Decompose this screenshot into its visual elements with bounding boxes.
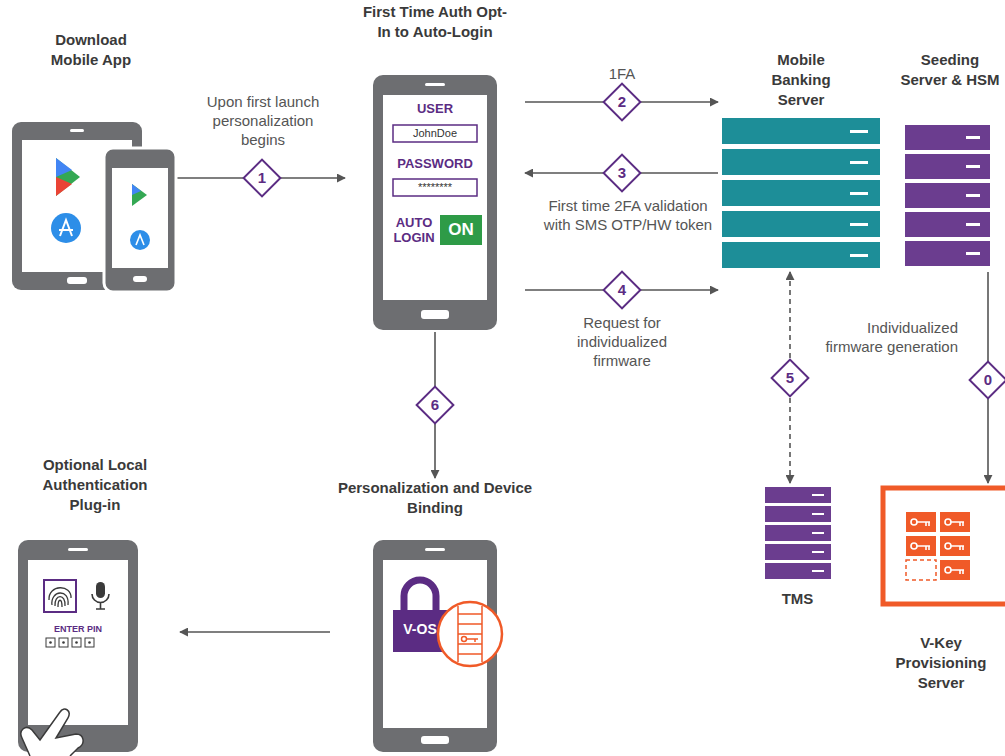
edge-label: 1FA [577, 64, 667, 83]
screen-text: ENTER PIN [28, 624, 128, 635]
login-phone: First Time Auth Opt-In to Auto-LoginUSER… [345, 2, 525, 332]
callout-diamond [244, 84, 1005, 424]
callout-number: 5 [777, 368, 803, 388]
edge-label: Individualized firmware generation [818, 318, 958, 356]
node-heading: TMS [755, 589, 840, 609]
node-heading: Mobile Banking Server [746, 50, 856, 110]
screen-text: USER [393, 101, 477, 116]
edge-label: First time 2FA validation with SMS OTP/H… [537, 196, 719, 234]
callout-number: 6 [422, 395, 448, 415]
node-heading: Seeding Server & HSM [900, 50, 1000, 90]
callout-number: 0 [975, 370, 1001, 390]
callout-number: 2 [609, 92, 635, 112]
edge-label: Request for individualized firmware [547, 313, 697, 370]
screen-text: JohnDoe [393, 126, 477, 140]
phone-icon [104, 148, 176, 292]
node-heading: First Time Auth Opt-In to Auto-Login [360, 2, 510, 42]
server-node: Seeding Server & HSM [900, 50, 1000, 272]
screen-text: PASSWORD [393, 156, 477, 171]
edge-label: Upon first launch personalization begins [192, 92, 334, 149]
server-stack-icon [765, 487, 831, 579]
callout-number: 1 [249, 168, 275, 188]
binding-phone-icon [373, 540, 502, 752]
flow-arrow [180, 631, 330, 633]
local-auth-phone-icon [18, 540, 138, 756]
callout-number: 3 [609, 163, 635, 183]
screen-text: ******** [393, 180, 477, 194]
screen-text: V-OS [393, 620, 447, 638]
binding-phone: Personalization and Device BindingV-OS [330, 478, 540, 753]
callout-number: 4 [609, 280, 635, 300]
node-heading: V-Key Provisioning Server [886, 633, 996, 693]
server-stack-icon [905, 125, 990, 266]
server-node: TMS [755, 483, 840, 615]
node-heading: Download Mobile App [36, 30, 146, 70]
app-download-group: Download Mobile App [5, 30, 177, 292]
node-heading: Personalization and Device Binding [335, 478, 535, 518]
screen-text: AUTO LOGIN [387, 215, 441, 245]
login-phone-icon [373, 75, 497, 330]
server-stack-icon [722, 118, 880, 268]
provisioning-node: V-Key Provisioning Server [878, 483, 1005, 698]
key-vault-icon [883, 488, 1005, 604]
local-auth-phone: Optional Local Authentication Plug-inENT… [10, 455, 180, 753]
screen-text: ON [440, 218, 482, 242]
node-heading: Optional Local Authentication Plug-in [25, 455, 165, 515]
server-node: Mobile Banking Server [718, 50, 884, 272]
